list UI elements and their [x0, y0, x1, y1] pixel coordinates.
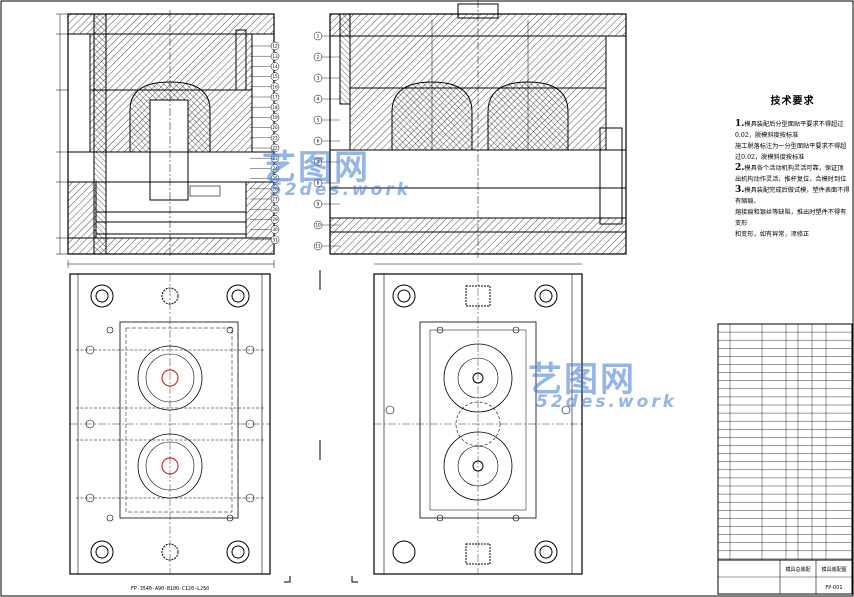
technical-requirements-block: 技术要求 1.模具装配后分型面贴平要求不得超过0.02，脱模斜度按标准施工脱落标… [735, 96, 850, 240]
balloon-circle [270, 123, 280, 132]
balloon-circle [313, 136, 323, 146]
balloon-callouts-left: 12 13 14 15 16 17 18 19 20 21 22 23 24 25 26 27 28 29 30 31 [250, 41, 280, 245]
balloon-circle [313, 94, 323, 104]
title-block-drawing-name: 模具装配图 [821, 566, 846, 573]
balloon-circle [313, 115, 323, 125]
balloon-circle [270, 72, 280, 81]
balloon-number: 11 [315, 244, 321, 249]
left-dimension-chain [56, 13, 68, 255]
balloon-number: 12 [272, 44, 278, 49]
bottom-dimension-label: FP-3540-A90-B100-C120-L250 [131, 586, 209, 592]
balloon-circle [270, 225, 280, 234]
balloon-number: 21 [272, 135, 278, 140]
balloon-number: 19 [272, 115, 278, 120]
balloon-circle [270, 235, 280, 245]
balloon-number: 16 [272, 84, 278, 89]
balloon-number: 22 [272, 146, 278, 151]
balloon-circle [313, 220, 323, 230]
technical-requirement-line: 施工脱落标注为一分型面贴平要求不得超过0.02，脱模斜度按标准 [735, 141, 850, 163]
balloon-number: 18 [272, 105, 278, 110]
balloon-circle [270, 215, 280, 224]
balloon-circle [270, 92, 280, 102]
balloon-number: 17 [272, 95, 278, 100]
balloon-circle [270, 184, 280, 194]
title-block-drawing-no: FP-001 [825, 585, 842, 591]
balloon-number: 8 [317, 181, 320, 186]
technical-requirement-line: 3.模具装配完成后做试模，塑件表面不得有缩痕、 [735, 185, 850, 207]
left-plan-view: FP-3540-A90-B100-C120-L250 [67, 260, 275, 592]
left-section-view [67, 10, 275, 258]
balloon-number: 2 [317, 55, 320, 60]
requirement-number: 3. [735, 185, 745, 195]
balloon-circle [270, 82, 280, 92]
requirement-number: 2. [735, 163, 745, 173]
balloon-number: 26 [272, 186, 278, 191]
title-block-material: 模具总装配 [785, 566, 810, 573]
technical-requirements-list: 1.模具装配后分型面贴平要求不得超过0.02，脱模斜度按标准施工脱落标注为一分型… [735, 119, 850, 240]
balloon-number: 1 [317, 34, 320, 39]
balloon-circle [270, 174, 280, 183]
balloon-number: 14 [272, 64, 278, 69]
balloon-number: 9 [317, 202, 320, 207]
balloon-circle [270, 143, 280, 153]
balloon-number: 3 [317, 76, 320, 81]
balloon-number: 27 [272, 197, 278, 202]
balloon-circle [270, 194, 280, 204]
technical-requirement-line: 2.模具各个活动机构灵活可靠，保证顶 [735, 163, 850, 174]
balloon-number: 7 [317, 160, 320, 165]
balloon-number: 30 [272, 227, 278, 232]
balloon-circle [313, 52, 323, 62]
requirement-text: 和变形，如有异常，须修正 [735, 231, 810, 238]
balloon-circle [313, 31, 323, 41]
requirement-text: 模具各个活动机构灵活可靠，保证顶 [744, 165, 844, 172]
balloon-circle [313, 157, 323, 167]
balloon-circle [270, 164, 280, 173]
requirement-text: 施工脱落标注为一分型面贴平要求不得超过0.02，脱模斜度按标准 [735, 143, 847, 161]
requirement-number: 1. [735, 119, 745, 129]
balloon-number: 31 [272, 237, 278, 242]
balloon-number: 25 [272, 176, 278, 181]
right-plan-view [373, 263, 583, 575]
balloon-circle [313, 199, 323, 209]
technical-requirement-line: 1.模具装配后分型面贴平要求不得超过0.02，脱模斜度按标准 [735, 119, 850, 141]
view-markers [284, 270, 358, 583]
balloon-number: 20 [272, 125, 278, 130]
right-section-view [329, 0, 627, 258]
balloon-number: 29 [272, 217, 278, 222]
balloon-circle [270, 204, 280, 214]
balloon-number: 13 [272, 54, 278, 59]
balloon-number: 6 [317, 139, 320, 144]
technical-requirement-line: 出机构动作灵活，推杆复位，合模时到位 [735, 174, 850, 185]
balloon-circle [270, 102, 280, 112]
balloon-number: 23 [272, 156, 278, 161]
balloon-number: 4 [317, 97, 320, 102]
requirement-text: 熔接痕和银丝等缺陷，推出时塑件不得有变形 [735, 209, 847, 227]
balloon-number: 15 [272, 74, 278, 79]
balloon-number: 28 [272, 207, 278, 212]
balloon-circle [270, 62, 280, 71]
balloon-number: 10 [315, 223, 321, 228]
balloon-circle [313, 73, 323, 83]
balloon-circle [270, 133, 280, 143]
technical-requirement-line: 和变形，如有异常，须修正 [735, 229, 850, 240]
requirement-text: 模具装配完成后做试模，塑件表面不得有缩痕、 [735, 187, 850, 205]
balloon-circle [270, 41, 280, 51]
balloon-circle [270, 153, 280, 163]
balloon-circle [270, 51, 280, 61]
balloon-circle [270, 113, 280, 122]
technical-requirements-title: 技术要求 [770, 96, 815, 107]
balloon-callouts-right: 1 2 3 4 5 6 7 8 9 10 11 [313, 31, 340, 251]
balloon-circle [313, 241, 323, 251]
technical-requirement-line: 熔接痕和银丝等缺陷，推出时塑件不得有变形 [735, 207, 850, 229]
parts-list-table: 模具总装配 模具装配图 FP-001 [717, 323, 853, 595]
requirement-text: 出机构动作灵活，推杆复位，合模时到位 [735, 176, 847, 183]
balloon-number: 24 [272, 166, 278, 171]
balloon-number: 5 [317, 118, 320, 123]
balloon-circle [313, 178, 323, 188]
requirement-text: 模具装配后分型面贴平要求不得超过0.02，脱模斜度按标准 [735, 121, 844, 139]
